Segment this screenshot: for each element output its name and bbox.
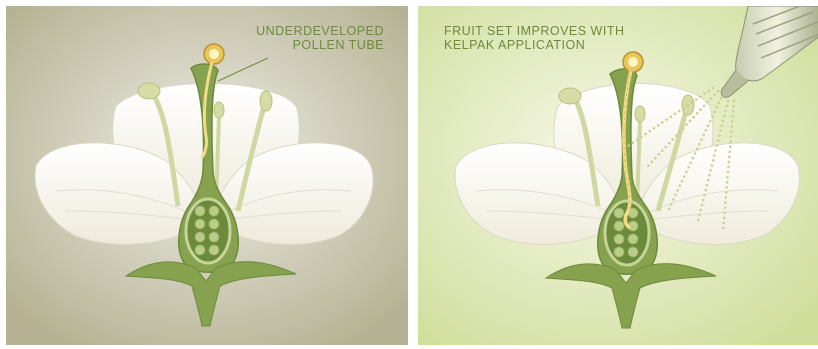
caption-line-2: KELPAK APPLICATION bbox=[444, 38, 625, 52]
flower-illustration-left bbox=[6, 6, 408, 345]
caption-underdeveloped: UNDERDEVELOPED POLLEN TUBE bbox=[256, 24, 384, 52]
caption-line-1: UNDERDEVELOPED bbox=[256, 24, 384, 38]
caption-line-2: POLLEN TUBE bbox=[256, 38, 384, 52]
caption-line-1: FRUIT SET IMPROVES WITH bbox=[444, 24, 625, 38]
pollen-grain bbox=[623, 52, 643, 72]
ovary bbox=[186, 199, 230, 263]
flower-illustration-right bbox=[418, 6, 818, 345]
caption-kelpak: FRUIT SET IMPROVES WITH KELPAK APPLICATI… bbox=[444, 24, 625, 52]
pollen-grain bbox=[204, 44, 224, 64]
panel-underdeveloped: UNDERDEVELOPED POLLEN TUBE bbox=[6, 6, 408, 345]
panel-kelpak: FRUIT SET IMPROVES WITH KELPAK APPLICATI… bbox=[418, 6, 818, 345]
